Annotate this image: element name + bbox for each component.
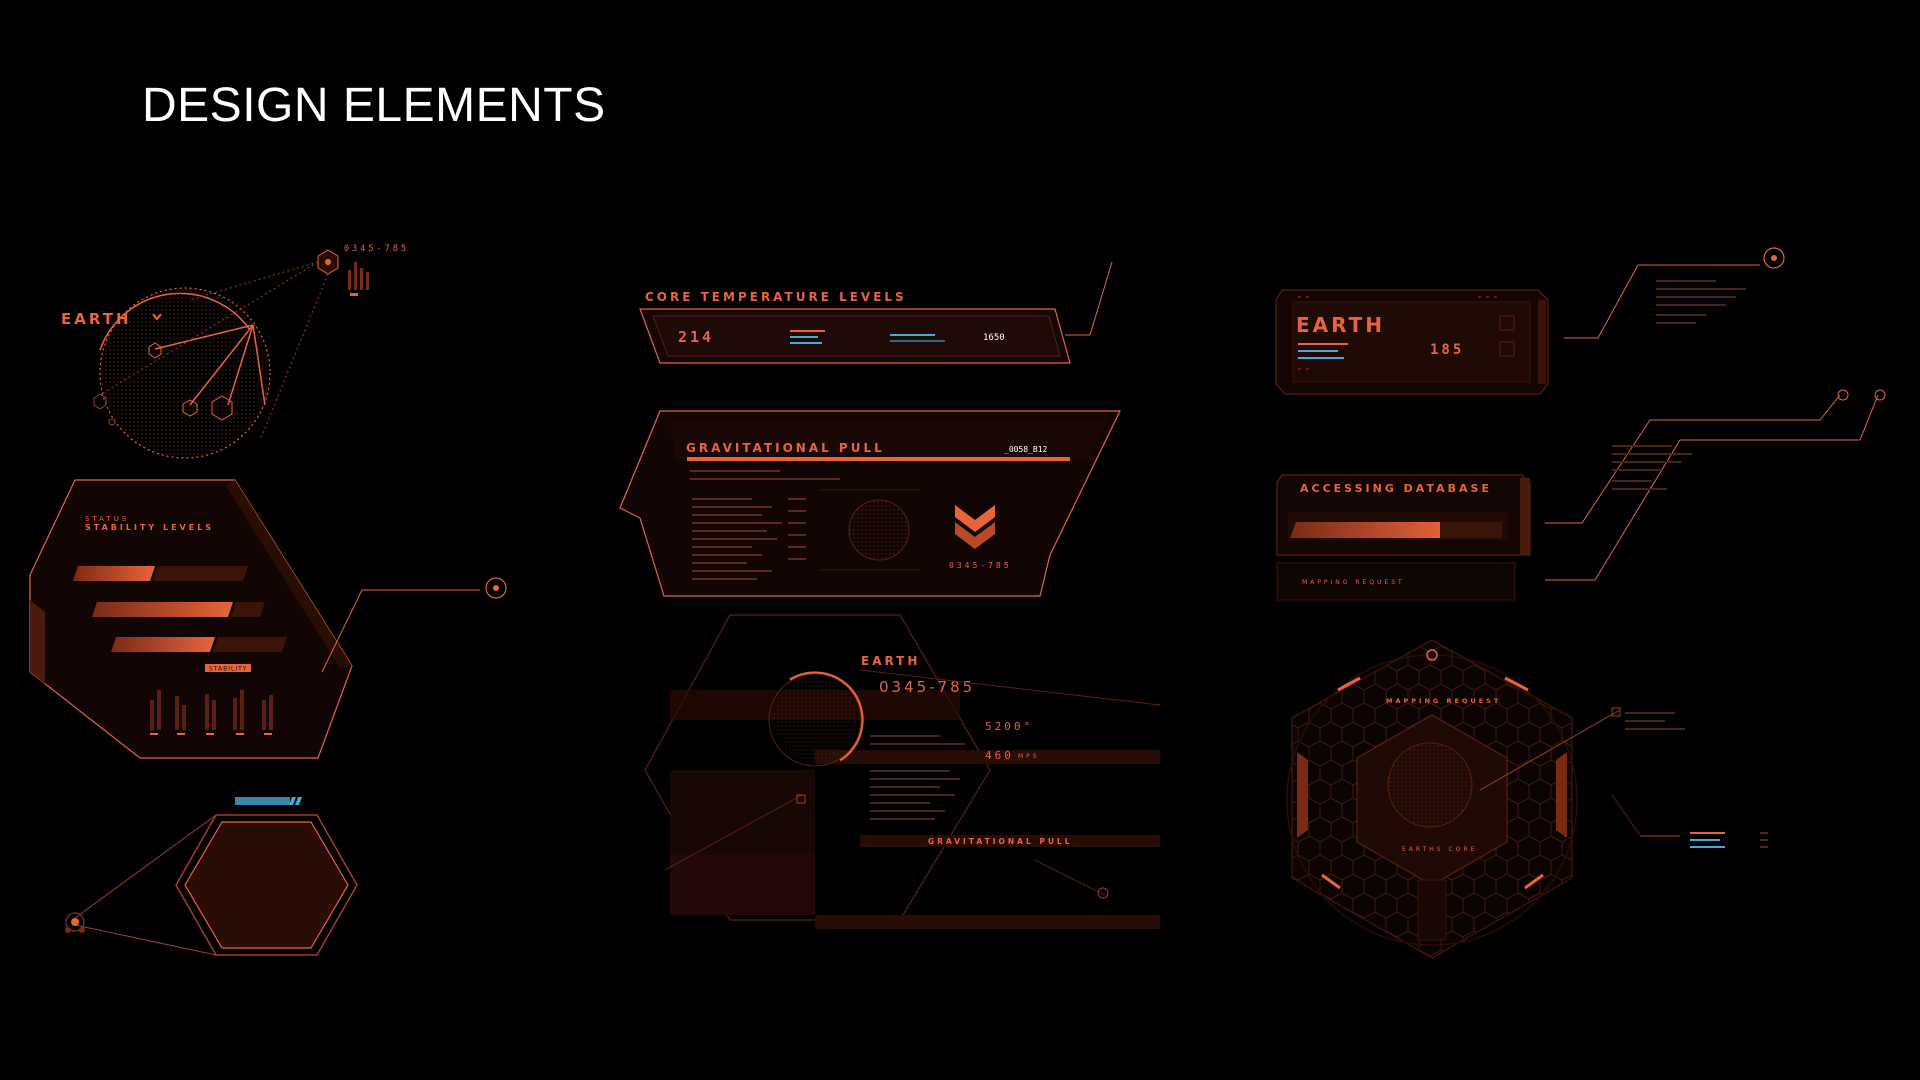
connector-node-icon[interactable] bbox=[1837, 389, 1849, 401]
core-temp-heading: CORE TEMPERATURE LEVELS bbox=[645, 290, 907, 304]
earth-card-label: EARTH bbox=[1296, 313, 1385, 337]
earth-detail-globe bbox=[773, 678, 857, 762]
mini-legend bbox=[1640, 832, 1768, 848]
gravitational-bar bbox=[687, 457, 1070, 461]
earth-card-value: 185 bbox=[1430, 342, 1464, 358]
stability-levels-panel: STATUS STABILITY LEVELS STABILITY bbox=[29, 479, 507, 759]
stability-bar-3 bbox=[111, 637, 215, 652]
temperature-value: 5200° bbox=[985, 720, 1033, 733]
progress-fill bbox=[1290, 522, 1451, 538]
stability-heading: STABILITY LEVELS bbox=[85, 523, 214, 532]
gravitational-code: _0058_B12 bbox=[1004, 445, 1048, 454]
gravitational-heading: GRAVITATIONAL PULL bbox=[686, 441, 885, 455]
earth-label: EARTH bbox=[61, 310, 132, 328]
hex-node-icon bbox=[211, 395, 233, 421]
hex-map-heading: MAPPING REQUEST bbox=[1386, 697, 1501, 705]
map-node-icon[interactable] bbox=[1426, 649, 1438, 661]
code-lines bbox=[690, 470, 840, 580]
earth-detail-code: 0345-785 bbox=[879, 678, 975, 696]
gravitational-pull-panel: GRAVITATIONAL PULL _0058_B12 0345-785 bbox=[619, 410, 1121, 597]
earth-globe-widget: EARTH 0345-785 bbox=[61, 244, 409, 459]
svg-text:STABILITY: STABILITY bbox=[209, 666, 247, 673]
mapping-label: MAPPING REQUEST bbox=[1302, 579, 1405, 586]
core-globe bbox=[1388, 743, 1472, 827]
database-panel: ACCESSING DATABASE MAPPING REQUEST bbox=[1276, 389, 1886, 601]
globe-arc bbox=[99, 292, 251, 351]
chevron-down-icon bbox=[152, 313, 162, 321]
hex-screen bbox=[184, 821, 349, 949]
core-temp-value-a: 214 bbox=[678, 328, 714, 346]
earth-code: 0345-785 bbox=[344, 244, 409, 254]
hex-badge-tag bbox=[235, 797, 290, 805]
stability-bar-2 bbox=[92, 602, 233, 617]
mini-bars bbox=[348, 262, 369, 296]
stability-columns bbox=[150, 690, 273, 730]
stability-bar-1 bbox=[73, 566, 155, 581]
core-temp-value-b: 1650 bbox=[983, 333, 1005, 343]
hex-node-icon bbox=[182, 399, 198, 417]
globe-outline bbox=[99, 287, 271, 459]
code-lines bbox=[870, 735, 965, 820]
page-title: DESIGN ELEMENTS bbox=[142, 79, 606, 132]
hex-map-center: EARTHS CORE bbox=[1402, 846, 1477, 853]
earth-detail-footer: GRAVITATIONAL PULL bbox=[928, 837, 1072, 846]
connector-node-icon[interactable] bbox=[1763, 247, 1785, 269]
status-label: STATUS bbox=[85, 515, 129, 523]
mini-globe bbox=[849, 500, 909, 560]
hex-node-icon bbox=[148, 342, 162, 359]
speed-value: 460 bbox=[985, 749, 1014, 762]
earth-detail-widget: EARTH 0345-785 5200° 460 MPS GRAVITATION… bbox=[644, 614, 1161, 929]
chevron-down-icon bbox=[955, 505, 995, 532]
hex-map-widget: MAPPING REQUEST EARTHS CORE bbox=[1286, 639, 1768, 959]
speed-unit: MPS bbox=[1018, 753, 1040, 760]
earth-card-panel: EARTH 185 bbox=[1275, 247, 1785, 395]
origin-node-icon[interactable] bbox=[65, 912, 85, 932]
connector-node-icon[interactable] bbox=[1874, 389, 1886, 401]
gravitational-subcode: 0345-785 bbox=[949, 561, 1012, 570]
core-temperature-panel: CORE TEMPERATURE LEVELS 214 1650 bbox=[639, 261, 1113, 364]
connector-node-icon[interactable] bbox=[485, 577, 507, 599]
hex-badge-widget bbox=[65, 797, 358, 956]
stability-tag bbox=[205, 664, 251, 672]
earth-detail-label: EARTH bbox=[861, 654, 920, 668]
database-heading: ACCESSING DATABASE bbox=[1300, 482, 1492, 495]
